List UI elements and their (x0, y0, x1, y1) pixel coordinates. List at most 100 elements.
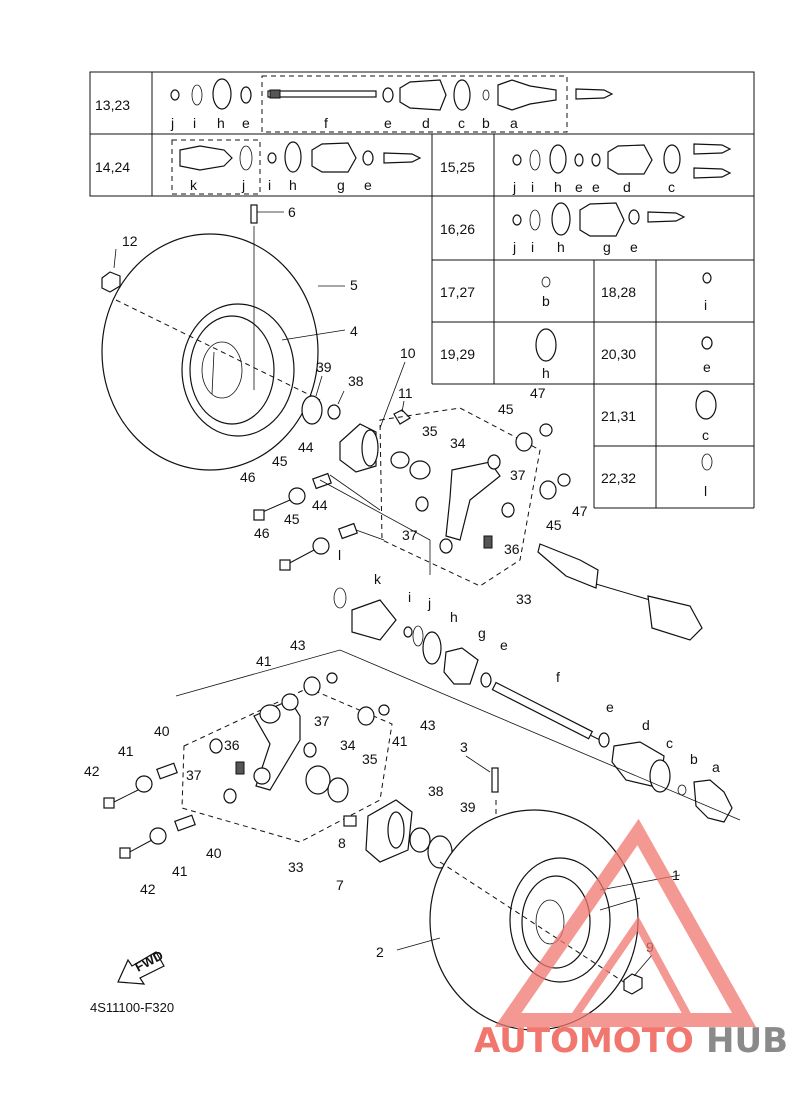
callout-41-top: 41 (256, 653, 272, 669)
row2-parts (179, 141, 422, 173)
nut-12 (101, 271, 121, 293)
cell-label-b: b (542, 293, 550, 309)
callout-l: l (338, 547, 341, 563)
row2-label-i: i (268, 177, 271, 193)
callout-33-upper: 33 (516, 591, 532, 607)
row3-label-d: d (623, 179, 631, 195)
callout-43-top: 43 (290, 637, 306, 653)
row3-parts (512, 143, 732, 179)
callout-10: 10 (400, 345, 416, 361)
parts-table: 13,23 14,24 15,25 16,26 17,27 18,28 19,2… (89, 71, 755, 509)
callout-40-bottom: 40 (206, 845, 222, 861)
callout-d: d (642, 717, 650, 733)
callout-47-top: 47 (530, 385, 546, 401)
table-row-17-27: 17,27 (440, 284, 475, 300)
table-row-16-26: 16,26 (440, 221, 475, 237)
callout-47-right: 47 (572, 503, 588, 519)
table-row-21-31: 21,31 (601, 408, 636, 424)
callout-12: 12 (122, 233, 138, 249)
callout-labels: 1 2 3 4 5 6 7 8 9 10 11 12 33 33 34 34 3… (84, 204, 720, 960)
callout-11: 11 (398, 385, 413, 401)
row1-label-h: h (217, 115, 225, 131)
arm-kit-33-upper (379, 407, 541, 587)
watermark-text-2: HUB (706, 1021, 788, 1061)
row3-label-j: j (512, 179, 516, 195)
collar-41-right (357, 706, 375, 726)
rear-wheel (429, 809, 639, 1031)
callout-h: h (450, 609, 458, 625)
upper-arm (390, 451, 515, 554)
row2-label-g: g (337, 177, 345, 193)
table-row-18-28: 18,28 (601, 284, 636, 300)
watermark-logo (494, 818, 756, 1027)
row1-label-c: c (458, 115, 465, 131)
callout-b: b (690, 751, 698, 767)
nut-47-right (557, 473, 571, 487)
row1-label-a: a (510, 115, 518, 131)
callout-j: j (427, 595, 431, 611)
table-row-19-29: 19,29 (440, 346, 475, 362)
callout-35-lower: 35 (362, 751, 378, 767)
row3-label-i: i (531, 179, 534, 195)
callout-45-left2: 45 (284, 511, 300, 527)
callout-42-top: 42 (84, 763, 100, 779)
callout-37-b: 37 (402, 527, 418, 543)
callout-1: 1 (672, 867, 680, 883)
callout-33-lower: 33 (288, 859, 304, 875)
table-row-15-25: 15,25 (440, 159, 475, 175)
hub-7 (343, 799, 413, 863)
cv-joint-chain (333, 587, 733, 823)
callout-8: 8 (338, 835, 346, 851)
cell-label-l: l (704, 483, 707, 499)
callout-34-lower: 34 (340, 737, 356, 753)
callout-35-upper: 35 (422, 423, 438, 439)
row4-label-g: g (603, 239, 611, 255)
bolts-upper-left (253, 472, 385, 571)
row4-label-j: j (512, 239, 516, 255)
callout-f: f (556, 669, 560, 685)
table-row-22-32: 22,32 (601, 470, 636, 486)
callout-k: k (374, 571, 382, 587)
callout-5: 5 (350, 277, 358, 293)
callout-44-bottom: 44 (312, 497, 328, 513)
nut-47-upper (539, 423, 553, 437)
cell-label-h: h (542, 365, 550, 381)
callout-40-top: 40 (154, 723, 170, 739)
callout-37-d: 37 (186, 767, 202, 783)
row4-parts (512, 202, 686, 237)
callout-3: 3 (460, 739, 468, 755)
front-wheel (101, 233, 321, 471)
collar-41-top (303, 676, 321, 696)
row1-label-d: d (422, 115, 430, 131)
row1-label-b: b (482, 115, 490, 131)
row2-label-k: k (190, 177, 198, 193)
bearing-38 (327, 404, 341, 420)
callout-45-right: 45 (546, 517, 562, 533)
valve-stem-6 (250, 204, 258, 390)
row1-label-i: i (193, 115, 196, 131)
fwd-arrow: FWD (117, 948, 166, 985)
callout-e-lower: e (606, 699, 614, 715)
callout-e-upper: e (500, 637, 508, 653)
callout-38-lower: 38 (428, 783, 444, 799)
collar-45-right (539, 480, 557, 500)
callout-lines (113, 211, 681, 977)
oil-seal-39 (301, 395, 323, 425)
callout-34-upper: 34 (450, 435, 466, 451)
row1-label-f: f (324, 115, 328, 131)
nut-43-right (378, 704, 390, 716)
valve-stem-3 (491, 767, 499, 793)
row1-label-e: e (242, 115, 250, 131)
row3-label-e2: e (592, 179, 600, 195)
callout-45-top: 45 (498, 401, 514, 417)
row1-label-e2: e (384, 115, 392, 131)
nut-43-top (326, 672, 338, 684)
callout-39-upper: 39 (316, 359, 332, 375)
callout-4: 4 (350, 323, 358, 339)
row2-label-j: j (241, 177, 245, 193)
nut-9 (623, 973, 643, 995)
callout-41-left: 41 (118, 743, 134, 759)
diagram-code: 4S11100-F320 (90, 1000, 174, 1015)
row1-parts (170, 78, 614, 111)
